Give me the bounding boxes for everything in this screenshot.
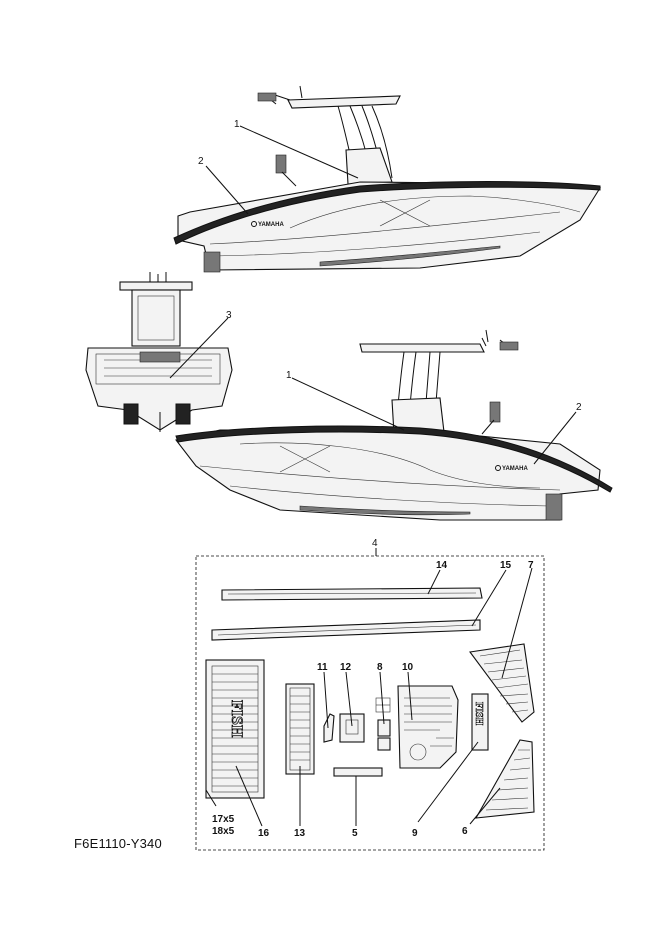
callout-14: 14 bbox=[436, 560, 448, 571]
callout-7: 7 bbox=[528, 560, 534, 571]
leader-17-18 bbox=[205, 789, 217, 807]
boat-side-view-bottom: YAMAHA bbox=[175, 329, 613, 521]
callout-1-bottom: 1 bbox=[286, 370, 292, 381]
callout-17: 17x5 bbox=[212, 814, 235, 825]
callout-10: 10 bbox=[402, 662, 414, 673]
leader-7 bbox=[501, 567, 533, 679]
leader-2-top bbox=[205, 165, 249, 215]
callout-8: 8 bbox=[377, 662, 383, 673]
leader-11 bbox=[323, 671, 329, 729]
console-pad-10 bbox=[397, 685, 459, 769]
kit-boundary bbox=[195, 555, 545, 851]
leader-8 bbox=[379, 671, 385, 725]
pad-16-label: FISH bbox=[228, 700, 245, 738]
deck-pad-13 bbox=[285, 683, 315, 775]
deck-pad-6 bbox=[474, 739, 535, 819]
leader-6 bbox=[469, 787, 501, 825]
callout-4: 4 bbox=[372, 538, 378, 549]
strip-pad-5 bbox=[333, 767, 383, 777]
leader-9 bbox=[417, 741, 479, 823]
callout-9: 9 bbox=[412, 828, 418, 839]
leader-16 bbox=[235, 765, 263, 827]
small-pad-11 bbox=[323, 713, 335, 743]
leader-1-bottom bbox=[291, 377, 405, 431]
callout-2-top: 2 bbox=[198, 156, 204, 167]
callout-5: 5 bbox=[352, 828, 358, 839]
bow-pad-7 bbox=[469, 643, 535, 723]
leader-14 bbox=[427, 569, 441, 595]
pad-9-label: FISH bbox=[473, 702, 484, 726]
leader-10 bbox=[407, 671, 413, 721]
callout-2-bottom: 2 bbox=[576, 402, 582, 413]
callout-6: 6 bbox=[462, 826, 468, 837]
leader-2-bottom bbox=[533, 411, 577, 465]
brand-decal-bottom: YAMAHA bbox=[502, 466, 528, 472]
hatch-pad-12 bbox=[339, 713, 365, 743]
leader-12 bbox=[345, 671, 353, 727]
callout-15: 15 bbox=[500, 560, 512, 571]
hatch-pad-8 bbox=[375, 697, 391, 751]
callout-11: 11 bbox=[317, 662, 328, 673]
drawing-code: F6E1110-Y340 bbox=[74, 836, 162, 851]
boat-side-view-top: YAMAHA bbox=[173, 85, 601, 273]
deck-pad-16: FISH bbox=[205, 659, 265, 799]
callout-18: 18x5 bbox=[212, 826, 235, 837]
callout-3: 3 bbox=[226, 310, 232, 321]
leader-15 bbox=[471, 569, 507, 627]
callout-1-top: 1 bbox=[234, 119, 240, 130]
callout-13: 13 bbox=[294, 828, 306, 839]
brand-decal-top: YAMAHA bbox=[258, 222, 284, 228]
gunwale-pad-14 bbox=[221, 587, 483, 601]
leader-1-top bbox=[239, 125, 359, 179]
callout-12: 12 bbox=[340, 662, 352, 673]
deck-pad-9: FISH bbox=[471, 693, 489, 751]
boat-stern-view bbox=[85, 272, 233, 432]
callout-16: 16 bbox=[258, 828, 270, 839]
leader-3 bbox=[169, 317, 229, 379]
